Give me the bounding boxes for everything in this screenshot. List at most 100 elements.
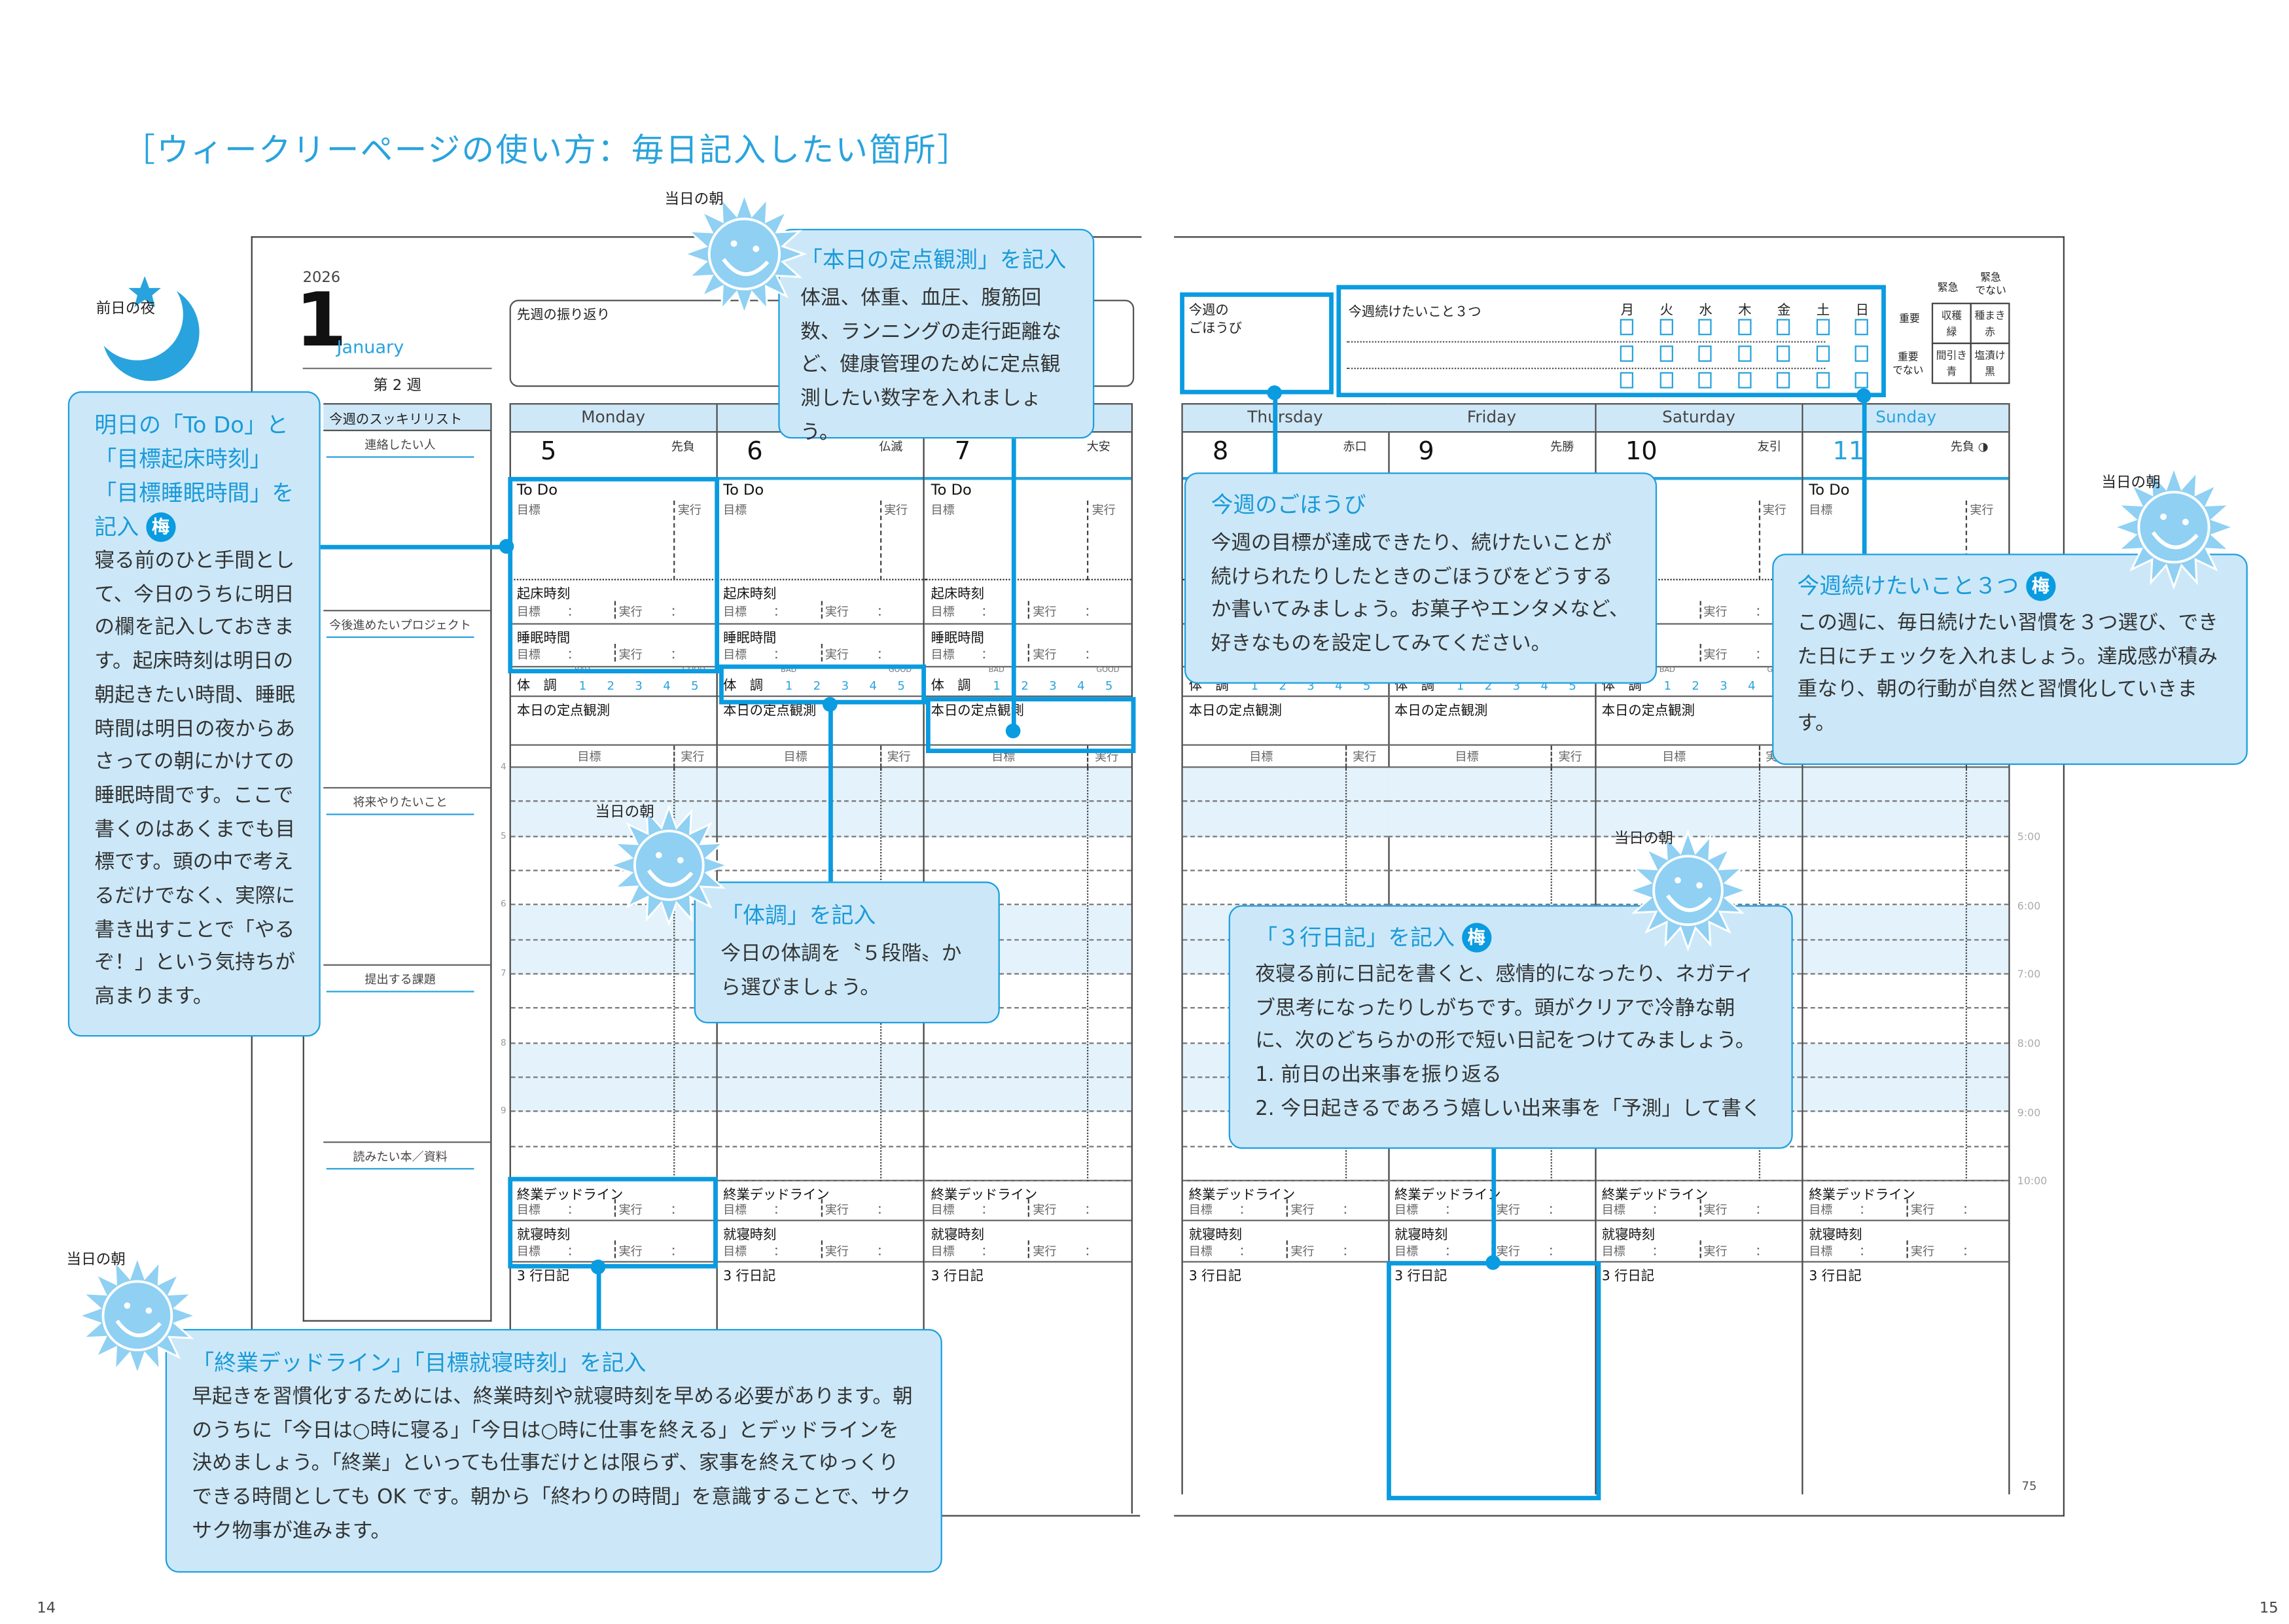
condition-option[interactable]: 2 (813, 679, 821, 693)
habit-checkbox[interactable] (1620, 372, 1634, 389)
time-slot[interactable] (510, 837, 716, 872)
bedtime-section[interactable]: 就寝時刻目標：実行： (717, 1221, 923, 1263)
condition-option[interactable]: 3 (841, 679, 849, 693)
condition-option[interactable]: 5 (1569, 679, 1576, 693)
time-slot[interactable] (1182, 768, 1388, 803)
habit-checkbox[interactable] (1698, 372, 1712, 389)
time-slot[interactable] (1803, 871, 2010, 906)
time-slot[interactable] (1803, 1078, 2010, 1113)
condition-option[interactable]: 2 (1484, 679, 1493, 693)
wake-time-section[interactable]: 起床時刻目標：実行： (717, 580, 923, 625)
time-slot[interactable] (717, 802, 923, 837)
time-slot[interactable] (717, 1147, 923, 1182)
habit-checkbox[interactable] (1737, 319, 1751, 336)
habit-checkbox[interactable] (1854, 372, 1868, 389)
sidebar-section[interactable]: 連絡したい人 (323, 431, 490, 609)
habit-checkbox[interactable] (1620, 345, 1634, 362)
condition-option[interactable]: 3 (1049, 679, 1057, 693)
wake-time-section[interactable]: 起床時刻目標：実行： (925, 580, 1131, 625)
time-slot[interactable] (510, 1147, 716, 1182)
bedtime-section[interactable]: 就寝時刻目標：実行： (1595, 1221, 1802, 1263)
time-slot[interactable] (1803, 1147, 2010, 1182)
wake-time-section[interactable]: 起床時刻目標：実行： (510, 580, 716, 625)
time-slot[interactable] (717, 837, 923, 872)
time-slot[interactable] (510, 974, 716, 1010)
work-deadline-section[interactable]: 終業デッドライン目標：実行： (717, 1181, 923, 1222)
habit-checkbox[interactable] (1659, 372, 1673, 389)
sidebar-section[interactable]: 今後進めたいプロジェクト (323, 610, 491, 788)
habit-checkbox[interactable] (1776, 319, 1790, 336)
time-slot[interactable] (510, 871, 716, 906)
diary-section[interactable]: 3 行日記 (511, 1263, 716, 1514)
diary-section[interactable]: 3 行日記 (1389, 1263, 1595, 1494)
time-slot[interactable] (925, 837, 1131, 872)
time-slot[interactable] (717, 1043, 923, 1078)
time-slot[interactable] (1182, 871, 1388, 906)
time-slot[interactable] (1182, 1147, 1388, 1182)
condition-option[interactable]: 3 (1512, 679, 1521, 693)
time-slot[interactable] (925, 871, 1131, 906)
time-slot[interactable] (925, 1112, 1131, 1147)
bedtime-section[interactable]: 就寝時刻目標：実行： (1803, 1221, 2010, 1263)
condition-option[interactable]: 1 (993, 679, 1001, 693)
diary-section[interactable]: 3 行日記 (925, 1263, 1131, 1514)
time-slot[interactable] (510, 1078, 716, 1113)
fixed-point-section[interactable]: 本日の定点観測 (1595, 697, 1802, 746)
fixed-point-section[interactable]: 本日の定点観測 (1182, 697, 1388, 746)
time-slot[interactable] (925, 1147, 1131, 1182)
time-slot[interactable] (510, 940, 716, 975)
condition-option[interactable]: 3 (1720, 679, 1728, 693)
time-slot[interactable] (510, 1043, 716, 1078)
condition-option[interactable]: 1 (578, 679, 587, 693)
time-slot[interactable] (1182, 802, 1388, 837)
sidebar-section[interactable]: 読みたい本／資料 (323, 1141, 491, 1320)
condition-option[interactable]: 4 (663, 679, 671, 693)
time-slot[interactable] (925, 1043, 1131, 1078)
time-slot[interactable] (925, 974, 1131, 1010)
condition-option[interactable]: 5 (1105, 679, 1113, 693)
todo-section[interactable]: To Do 目標 実行 (510, 480, 716, 580)
time-slot[interactable] (925, 1078, 1131, 1113)
condition-option[interactable]: 1 (1663, 679, 1671, 693)
work-deadline-section[interactable]: 終業デッドライン目標：実行： (1182, 1181, 1388, 1222)
habit-checkbox[interactable] (1776, 372, 1790, 389)
condition-option[interactable]: 4 (869, 679, 878, 693)
time-slot[interactable] (1803, 768, 2010, 803)
condition-option[interactable]: 4 (1540, 679, 1549, 693)
fixed-point-section[interactable]: 本日の定点観測 (510, 697, 716, 746)
time-slot[interactable] (1595, 802, 1802, 837)
habit-checkbox[interactable] (1737, 372, 1751, 389)
work-deadline-section[interactable]: 終業デッドライン目標：実行： (510, 1181, 716, 1222)
condition-option[interactable]: 5 (1363, 679, 1371, 693)
habit-checkbox[interactable] (1659, 319, 1673, 336)
condition-option[interactable]: 2 (1692, 679, 1699, 693)
time-slot[interactable] (925, 1009, 1131, 1044)
condition-option[interactable]: 1 (1456, 679, 1464, 693)
condition-option[interactable]: 1 (1251, 679, 1259, 693)
condition-option[interactable]: 3 (635, 679, 643, 693)
work-deadline-section[interactable]: 終業デッドライン目標：実行： (1595, 1181, 1802, 1222)
fixed-point-section[interactable]: 本日の定点観測 (925, 697, 1131, 746)
diary-section[interactable]: 3 行日記 (1183, 1263, 1388, 1494)
condition-option[interactable]: 2 (607, 679, 615, 693)
todo-section[interactable]: To Do 目標 実行 (717, 480, 923, 580)
diary-section[interactable]: 3 行日記 (1596, 1263, 1802, 1494)
time-slot[interactable] (1182, 837, 1388, 872)
diary-section[interactable]: 3 行日記 (717, 1263, 923, 1514)
sleep-hours-section[interactable]: 睡眠時間目標：実行： (925, 625, 1131, 668)
time-slot[interactable] (510, 1009, 716, 1044)
condition-option[interactable]: 5 (691, 679, 699, 693)
condition-option[interactable]: 3 (1307, 679, 1315, 693)
time-slot[interactable] (717, 1009, 923, 1044)
time-slot[interactable] (1803, 837, 2010, 872)
habit-checkbox[interactable] (1854, 345, 1868, 362)
time-slot[interactable] (510, 1112, 716, 1147)
time-slot[interactable] (510, 768, 716, 803)
fixed-point-section[interactable]: 本日の定点観測 (1389, 697, 1595, 746)
time-slot[interactable] (1389, 768, 1595, 803)
habit-checkbox[interactable] (1698, 319, 1712, 336)
time-slot[interactable] (1803, 906, 2010, 940)
time-slot[interactable] (925, 802, 1131, 837)
condition-option[interactable]: 2 (1279, 679, 1286, 693)
diary-section[interactable]: 3 行日記 (1803, 1263, 2009, 1494)
